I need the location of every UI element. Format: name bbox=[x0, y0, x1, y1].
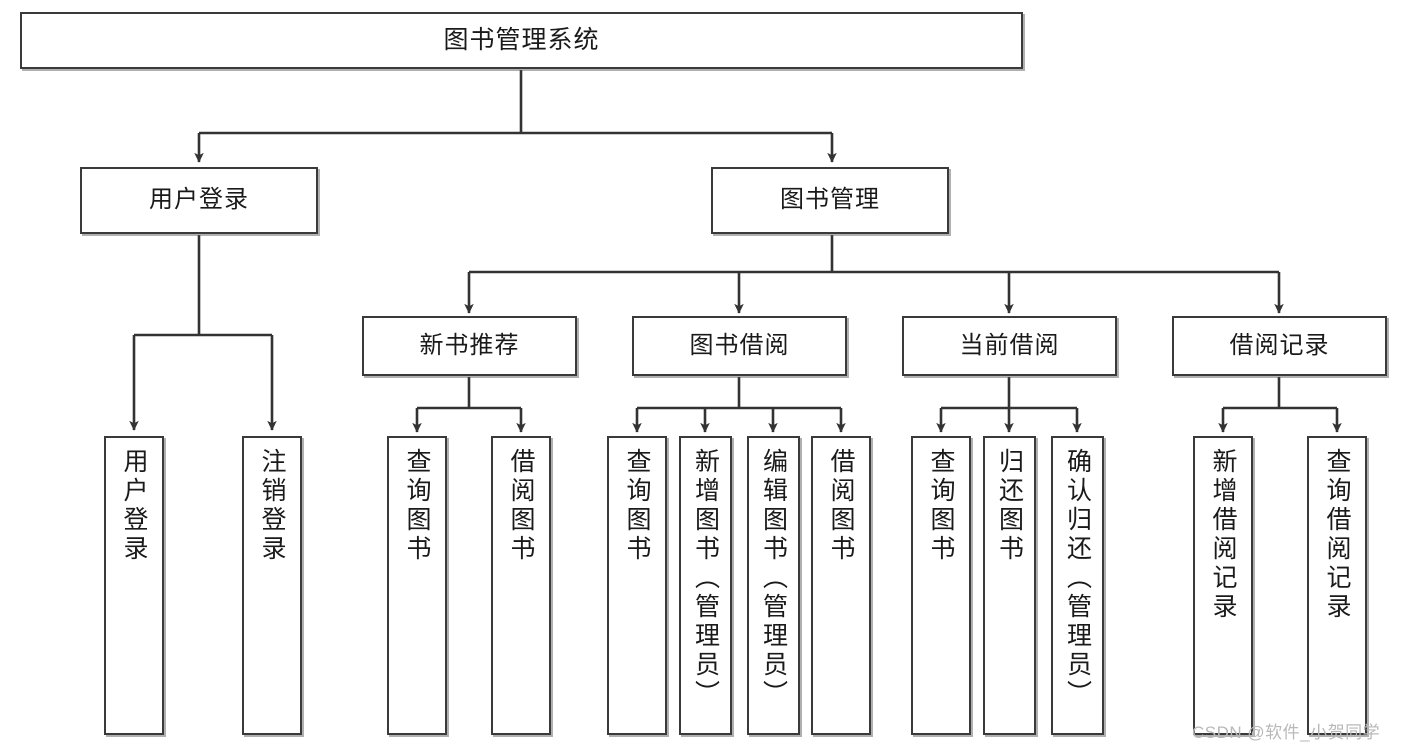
node-label: 查询借阅记录 bbox=[1323, 448, 1351, 622]
node-leaf-query-book-3[interactable]: 查询图书 bbox=[911, 436, 971, 735]
node-new-book-recommend[interactable]: 新书推荐 bbox=[362, 316, 577, 376]
node-label: 查询图书 bbox=[927, 448, 955, 564]
node-user-login[interactable]: 用户登录 bbox=[80, 167, 318, 234]
node-label: 新增图书（管理员） bbox=[691, 448, 720, 709]
node-leaf-query-borrow-record[interactable]: 查询借阅记录 bbox=[1307, 436, 1367, 735]
node-leaf-logout[interactable]: 注销登录 bbox=[242, 436, 302, 735]
node-label: 新书推荐 bbox=[419, 331, 520, 359]
node-book-manage[interactable]: 图书管理 bbox=[711, 167, 949, 234]
node-label: 编辑图书（管理员） bbox=[759, 448, 788, 709]
node-leaf-query-book-2[interactable]: 查询图书 bbox=[607, 436, 667, 735]
node-label: 图书借阅 bbox=[689, 331, 790, 359]
node-leaf-edit-book[interactable]: 编辑图书（管理员） bbox=[747, 436, 800, 735]
node-label: 借阅图书 bbox=[507, 448, 535, 564]
node-label: 查询图书 bbox=[403, 448, 431, 564]
node-label: 图书管理 bbox=[780, 186, 880, 214]
node-leaf-confirm-return[interactable]: 确认归还（管理员） bbox=[1051, 436, 1104, 735]
node-leaf-return-book[interactable]: 归还图书 bbox=[983, 436, 1036, 735]
node-label: 用户登录 bbox=[149, 186, 249, 214]
node-leaf-add-borrow-record[interactable]: 新增借阅记录 bbox=[1193, 436, 1253, 735]
node-label: 当前借阅 bbox=[959, 331, 1060, 359]
node-leaf-user-login[interactable]: 用户登录 bbox=[104, 436, 164, 735]
node-leaf-borrow-book-2[interactable]: 借阅图书 bbox=[811, 436, 871, 735]
node-book-borrow[interactable]: 图书借阅 bbox=[632, 316, 847, 376]
node-leaf-borrow-book-1[interactable]: 借阅图书 bbox=[491, 436, 551, 735]
node-borrow-record[interactable]: 借阅记录 bbox=[1172, 316, 1387, 376]
node-label: 借阅图书 bbox=[827, 448, 855, 564]
node-label: 归还图书 bbox=[995, 448, 1024, 564]
node-leaf-query-book-1[interactable]: 查询图书 bbox=[387, 436, 447, 735]
node-label: 新增借阅记录 bbox=[1209, 448, 1237, 622]
node-label: 查询图书 bbox=[623, 448, 651, 564]
node-label: 用户登录 bbox=[120, 448, 148, 564]
node-root[interactable]: 图书管理系统 bbox=[20, 12, 1023, 69]
node-leaf-add-book[interactable]: 新增图书（管理员） bbox=[679, 436, 732, 735]
node-label: 注销登录 bbox=[258, 448, 286, 564]
node-label: 借阅记录 bbox=[1229, 331, 1330, 359]
node-current-borrow[interactable]: 当前借阅 bbox=[902, 316, 1117, 376]
node-label: 图书管理系统 bbox=[443, 25, 600, 54]
node-label: 确认归还（管理员） bbox=[1063, 448, 1092, 709]
